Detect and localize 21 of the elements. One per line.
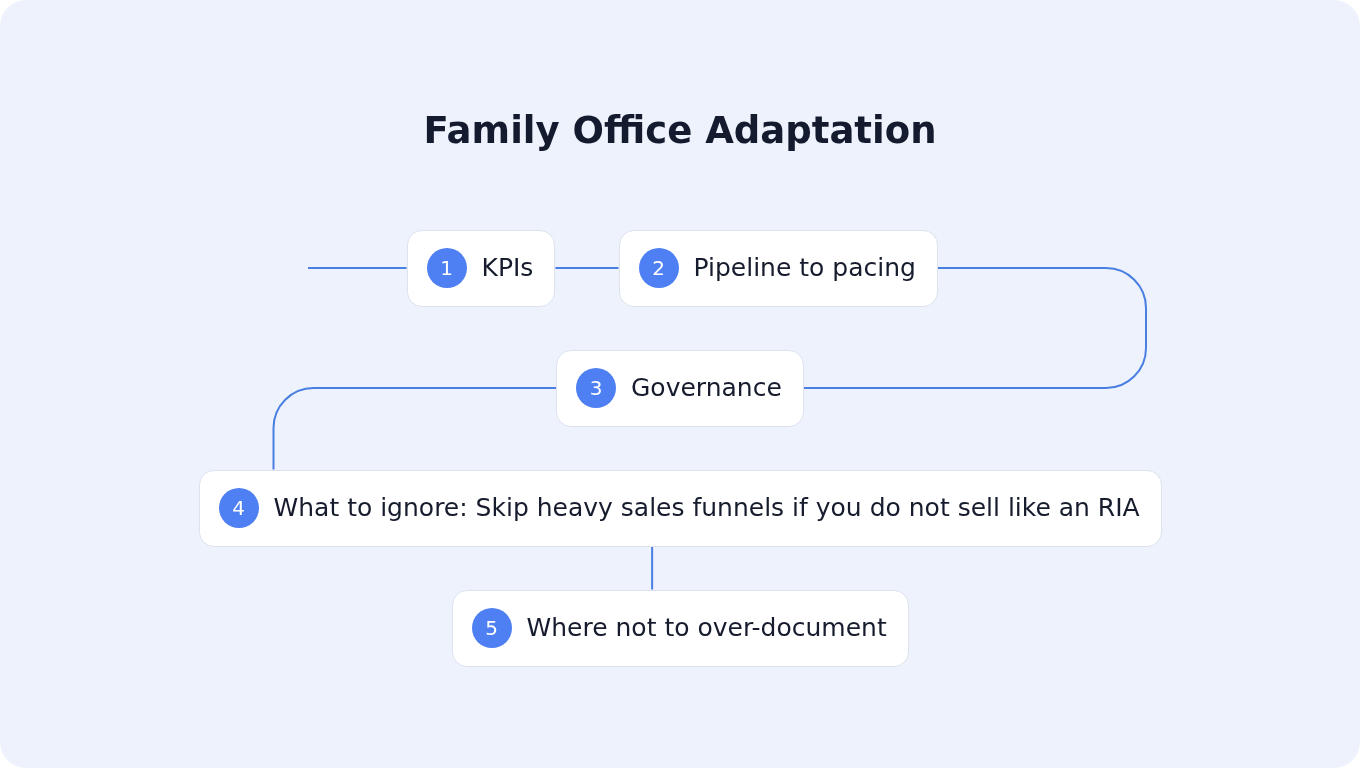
step-box	[198, 469, 1162, 547]
step-number: 2	[638, 248, 679, 288]
connector-line	[802, 267, 1147, 389]
connector-line	[307, 267, 408, 269]
step-label: Where not to over-document	[526, 613, 887, 643]
step-label: What to ignore: Skip heavy sales funnels if you do not sell like an RIA	[273, 493, 1140, 523]
connector-line	[651, 545, 654, 591]
step-box	[556, 349, 804, 427]
step-number: 4	[218, 488, 259, 528]
diagram-title: Family Office Adaptation	[423, 109, 937, 154]
step-number: 5	[471, 608, 512, 648]
step-label: KPIs	[481, 253, 534, 283]
step-number: 1	[426, 248, 467, 288]
step-box	[618, 229, 938, 307]
step-box	[451, 589, 909, 667]
connector-line	[554, 267, 620, 269]
step-box	[406, 229, 556, 307]
step-number: 3	[576, 368, 616, 408]
step-label: Governance	[631, 373, 782, 403]
connector-line	[272, 387, 557, 471]
step-label: Pipeline to pacing	[693, 253, 916, 283]
